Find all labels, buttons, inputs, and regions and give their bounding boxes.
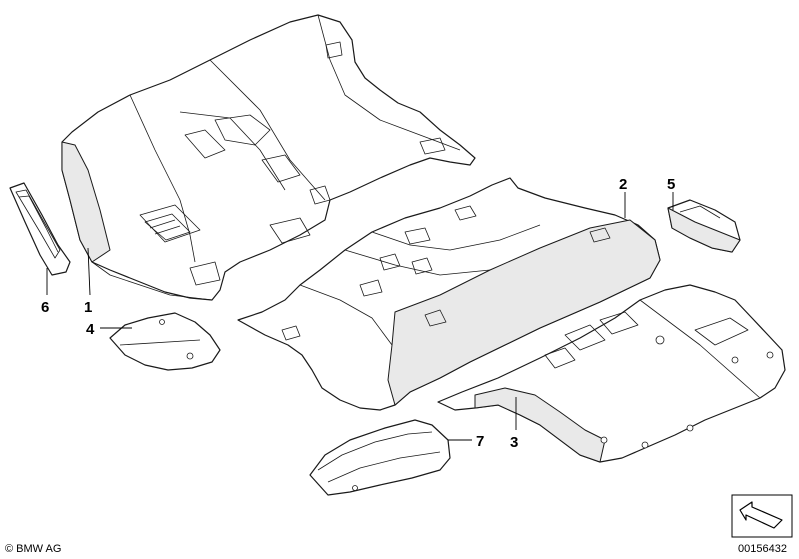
leader-lines [46, 192, 674, 441]
callout-5: 5 [667, 176, 675, 193]
callout-7: 7 [476, 433, 484, 450]
part-7-floor-panel [309, 419, 451, 496]
diagram-number: 00156432 [738, 543, 787, 555]
part-5-insulation-block [667, 199, 741, 253]
callout-6: 6 [41, 299, 49, 316]
arrow-pointer-icon [731, 494, 793, 538]
callout-3: 3 [510, 434, 518, 451]
part-1-front-floor-carpet [61, 14, 476, 301]
leader-1 [87, 247, 91, 296]
part-3-rear-floor-carpet [437, 284, 786, 463]
callout-1: 1 [84, 299, 92, 316]
callout-2: 2 [619, 176, 627, 193]
part-4-small-mat [109, 312, 221, 371]
callout-4: 4 [86, 321, 95, 338]
copyright-text: © BMW AG [5, 543, 61, 555]
part-2-central-floor-carpet [237, 177, 661, 411]
callouts: 1 2 3 4 5 6 7 [41, 176, 675, 451]
part-6-sill-strip [9, 182, 71, 276]
